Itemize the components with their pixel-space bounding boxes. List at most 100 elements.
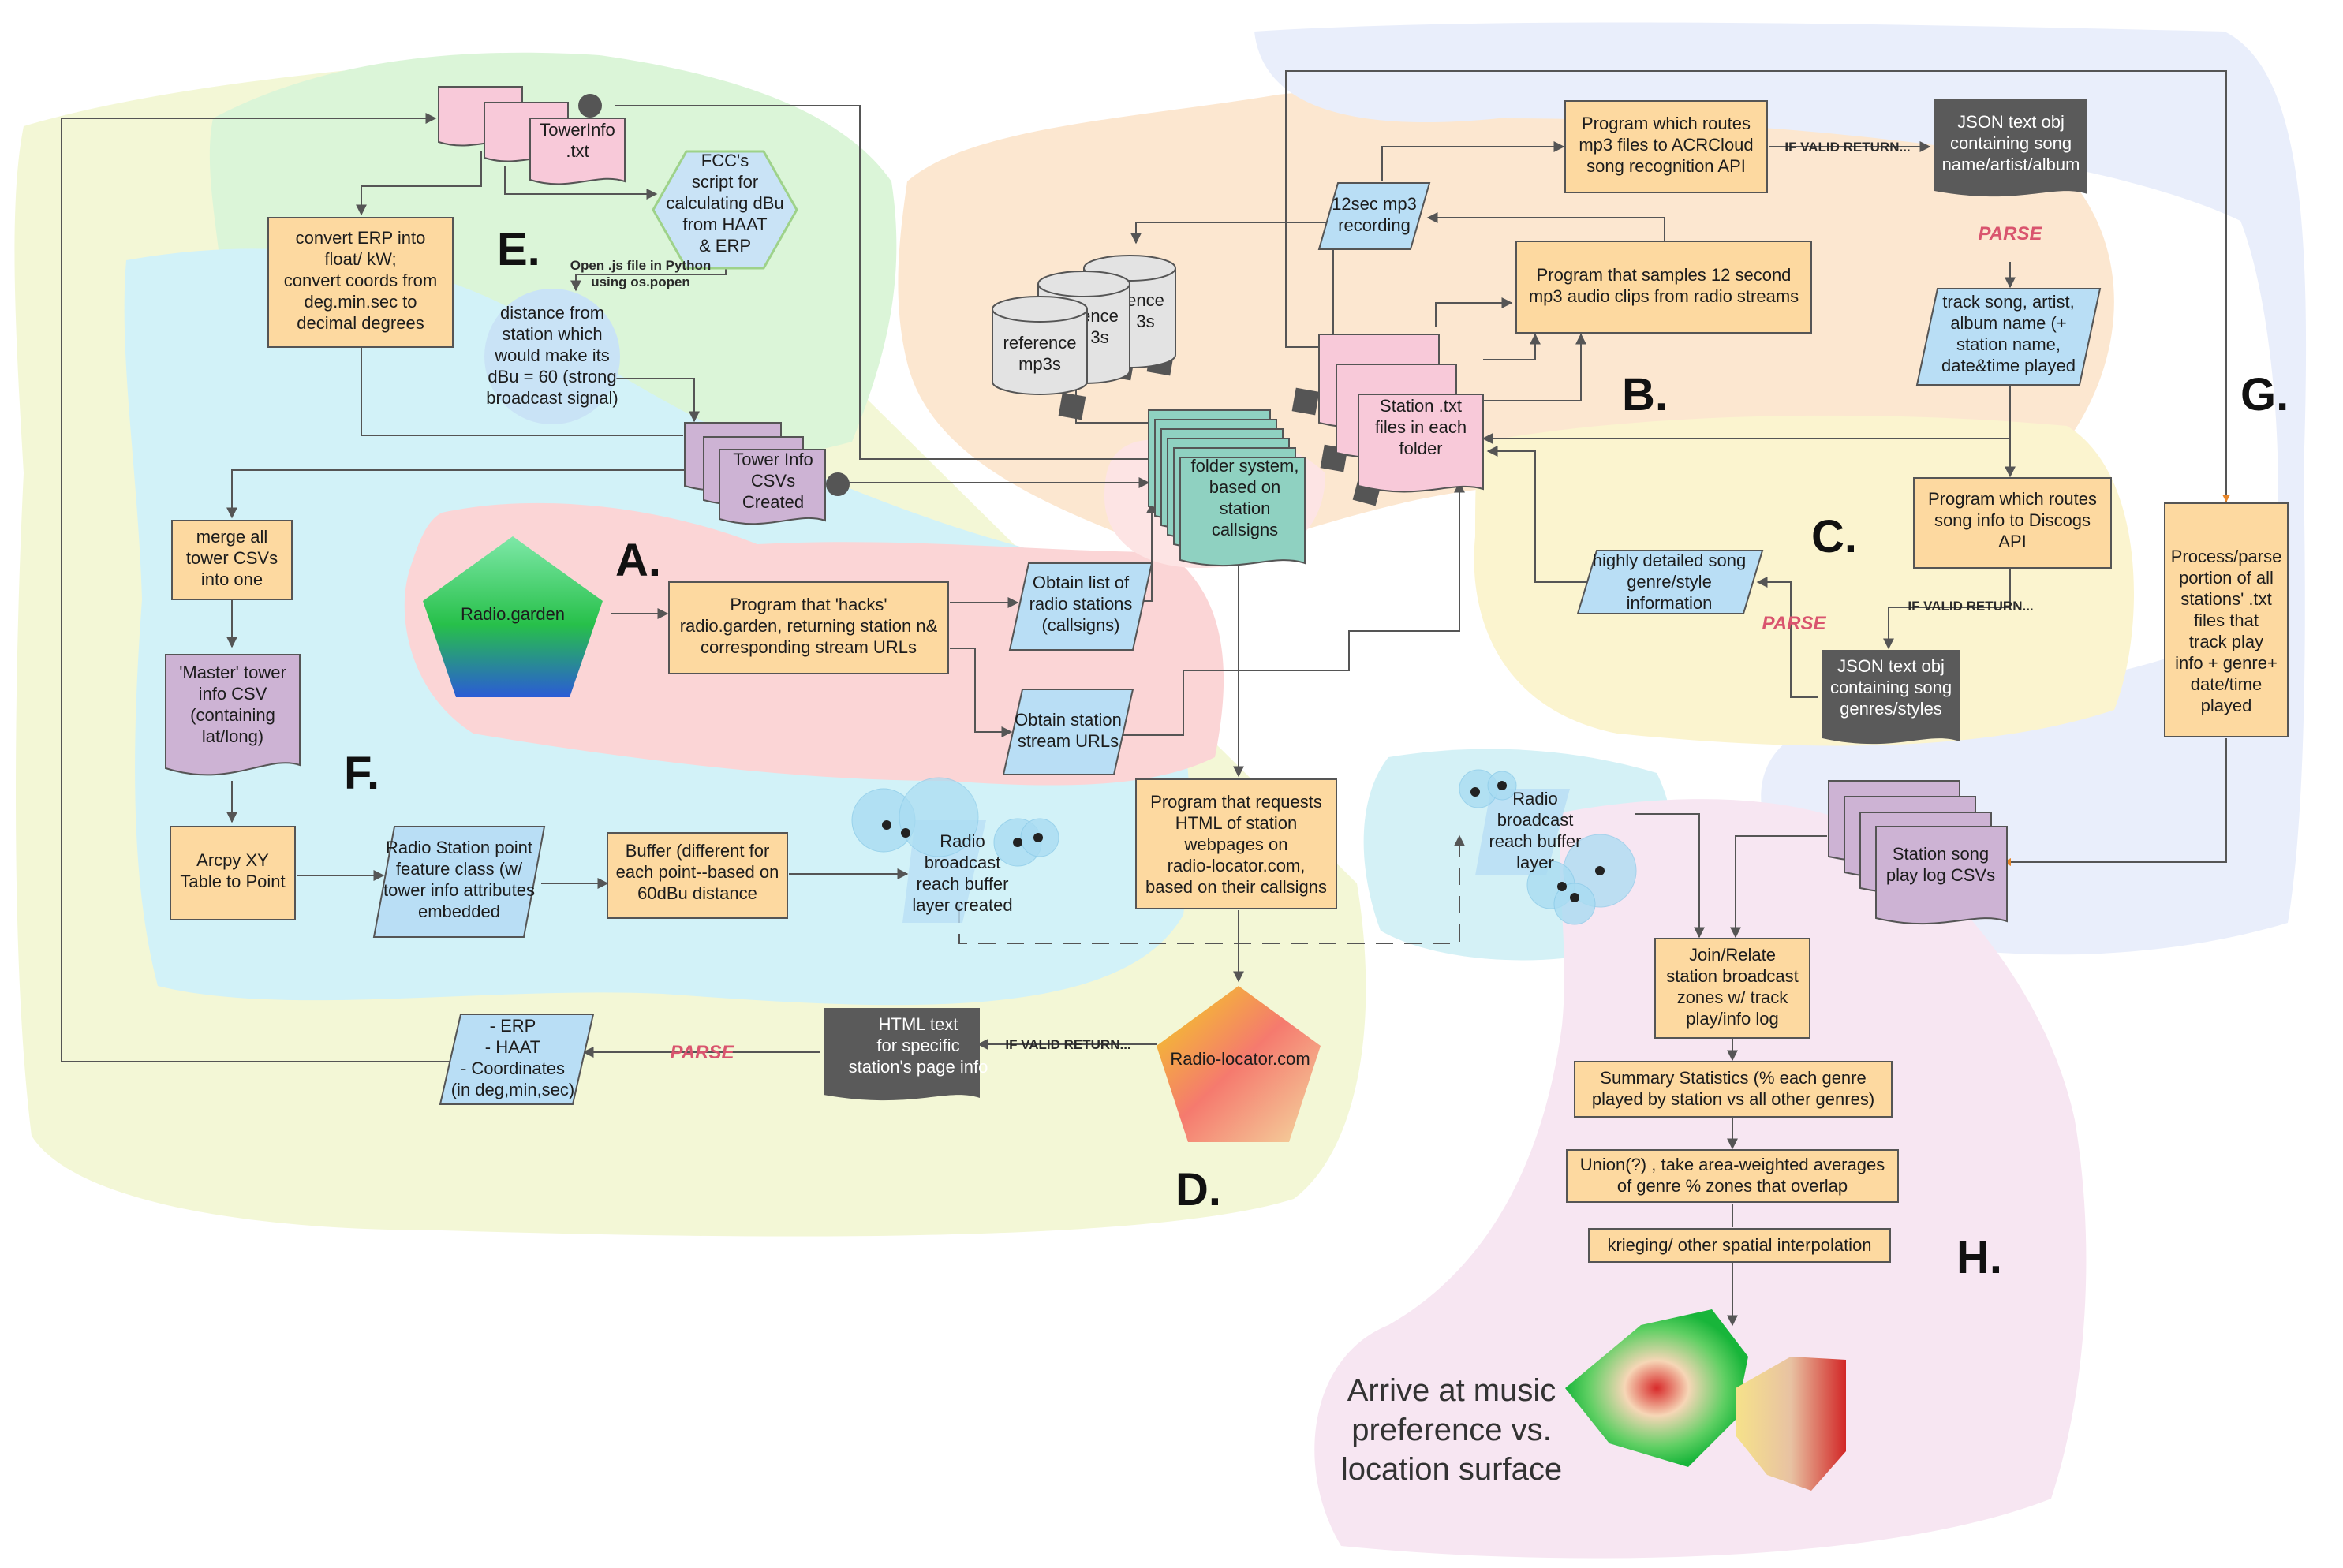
edge-stationtxt-sample2 <box>1483 333 1586 401</box>
text-line: track play <box>2189 632 2263 651</box>
if-valid-label-1: IF VALID RETURN... <box>1784 140 1910 155</box>
text-line: each point--based on <box>616 862 779 882</box>
text-line: station name, <box>1956 334 2061 354</box>
text-line: genres/styles <box>1840 699 1942 719</box>
text-line: recording <box>1338 215 1411 235</box>
section-label-f: F. <box>344 748 379 799</box>
text-line: IF VALID RETURN... <box>1784 140 1910 155</box>
track-song-label: track song, artist,album name (+station … <box>1941 292 2076 375</box>
edge-genre-stationtxt <box>1486 446 1587 583</box>
edge-json-genre <box>1756 577 1818 698</box>
text-line: album name (+ <box>1950 313 2066 333</box>
text-line: Program that 'hacks' <box>730 595 887 614</box>
station-point <box>901 828 910 838</box>
text-line: folder system, <box>1191 456 1299 476</box>
station-point <box>1595 866 1605 875</box>
text-line: stations' .txt <box>2180 589 2271 609</box>
json-genres-doc <box>1822 650 1960 745</box>
radio-garden-label: Radio.garden <box>461 604 565 624</box>
station-point <box>1470 787 1480 797</box>
text-line: IF VALID RETURN... <box>1005 1037 1130 1052</box>
hack-program-box <box>668 581 949 674</box>
json-song-doc <box>1934 99 2087 197</box>
text-line: Radio <box>1512 789 1557 808</box>
text-line: radio-locator.com, <box>1168 856 1306 875</box>
text-line: Radio-locator.com <box>1170 1049 1310 1069</box>
text-line: of genre % zones that overlap <box>1617 1176 1848 1196</box>
text-line: date/time <box>2191 674 2263 694</box>
acr-program-box <box>1564 100 1768 193</box>
text-line: Join/Relate <box>1689 945 1776 965</box>
edge-hack-urls <box>950 648 1013 737</box>
text-line: broadcast signal) <box>486 388 618 408</box>
connector-dot <box>578 94 602 118</box>
obtain-callsigns-shape <box>1008 562 1153 651</box>
text-line: reach buffer <box>1489 831 1581 851</box>
radio-locator-pentagon <box>1157 986 1321 1142</box>
fcc-script-hexagon <box>652 150 798 270</box>
text-line: would make its <box>494 345 610 365</box>
master-csv-doc <box>165 654 301 776</box>
text-line: Open .js file in Python <box>570 258 712 273</box>
cylinder-top <box>992 296 1088 323</box>
region-yellow-c <box>1474 415 2134 746</box>
text-line: tower CSVs <box>186 548 278 568</box>
process-parse-box <box>2164 502 2289 737</box>
if-valid-label-3: IF VALID RETURN... <box>1005 1037 1130 1052</box>
genre-info-shape <box>1576 550 1764 614</box>
text-line: station <box>1220 498 1271 518</box>
text-line: based on their callsigns <box>1145 877 1327 897</box>
text-line: radio.garden, returning station n& <box>680 616 938 636</box>
text-line: date&time played <box>1941 356 2076 375</box>
heat-surface-left <box>1565 1309 1748 1467</box>
towerinfo-doc-stack: TowerInfo.txt <box>438 86 626 185</box>
text-line: dBu = 60 (strong <box>488 367 616 386</box>
buffer-circle <box>899 777 979 857</box>
erp-haat-shape <box>439 1014 595 1105</box>
edge-stationtxt-12sec <box>1130 222 1334 339</box>
station-point <box>1033 833 1043 842</box>
text-line: deg.min.sec to <box>304 292 417 312</box>
text-line: song info to Discogs <box>1934 510 2091 530</box>
text-line: convert ERP into <box>296 228 426 248</box>
text-line: Obtain station <box>1015 710 1122 730</box>
text-line: convert coords from <box>284 271 437 290</box>
section-label-a: A. <box>615 535 661 586</box>
text-line: layer <box>1516 853 1554 872</box>
text-line: Program which routes <box>1582 114 1751 133</box>
text-line: using os.popen <box>591 274 690 289</box>
text-line: based on <box>1209 477 1281 497</box>
connector-dot <box>826 472 850 496</box>
text-line: Arcpy XY <box>196 850 269 870</box>
text-line: FCC's <box>701 151 749 170</box>
text-line: portion of all <box>2179 568 2274 588</box>
doc-shape <box>1179 457 1306 567</box>
twelve-sec-shape <box>1317 182 1431 250</box>
text-line: .txt <box>566 141 589 161</box>
connector-square <box>1058 392 1086 420</box>
buffer-layer-shape <box>1475 789 1570 875</box>
merge-csvs-box <box>171 520 293 600</box>
edge-top-fcc <box>504 166 658 200</box>
text-line: Program that requests <box>1150 792 1322 812</box>
text-line: HTML text <box>879 1014 958 1034</box>
text-line: float/ kW; <box>324 249 396 269</box>
orange-loop-top <box>1285 70 2230 502</box>
edge-top-convert <box>356 151 482 216</box>
text-line: - Coordinates <box>461 1058 565 1078</box>
edge-playlog-join <box>1730 835 1827 939</box>
orange-loop-bottom <box>2003 738 2227 866</box>
union-box <box>1566 1149 1899 1203</box>
